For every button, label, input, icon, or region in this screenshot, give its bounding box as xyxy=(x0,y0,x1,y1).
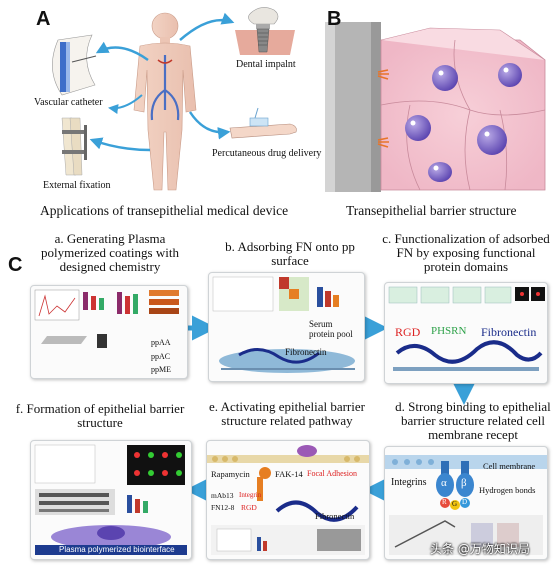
panel-b-illustration xyxy=(325,22,546,192)
vascular-catheter-label: Vascular catheter xyxy=(34,97,103,108)
integrins-label: Integrins xyxy=(391,477,427,488)
ppme-label: ppME xyxy=(151,365,171,374)
step-c-title: c. Functionalization of adsorbed FN by e… xyxy=(382,231,550,274)
step-a-title: a. Generating Plasma polymerized coating… xyxy=(41,231,179,274)
panel-c-flow-arrows xyxy=(185,315,477,503)
step-a-card: ppAA ppAC ppME xyxy=(30,285,188,379)
rapamycin-label: Rapamycin xyxy=(211,469,250,479)
percutaneous-label: Percutaneous drug delivery xyxy=(212,148,322,159)
dental-implant-label: Dental impalnt xyxy=(236,59,296,70)
panel-a-illustration xyxy=(52,7,297,191)
rgd-label-e: RGD xyxy=(241,503,257,512)
human-body-figure xyxy=(133,12,197,191)
panel-a-caption: Applications of transepithelial medical … xyxy=(40,203,289,218)
step-c-card: RGD PHSRN Fibronectin xyxy=(384,282,548,384)
dental-implant-illustration xyxy=(235,7,295,55)
hydrogen-bonds-label: Hydrogen bonds xyxy=(479,485,536,495)
biointerface-label: Plasma polymerized biointerface xyxy=(59,545,175,554)
mab-label: mAb13 xyxy=(211,491,234,500)
ppac-label: ppAC xyxy=(151,352,171,361)
step-c-graphics xyxy=(388,286,545,371)
rgd-label-c: RGD xyxy=(395,325,421,339)
panel-b-caption: Transepithelial barrier structure xyxy=(346,203,517,218)
fibronectin-label-e: Fibronectin xyxy=(315,511,355,521)
serum-label: Serum protein pool xyxy=(309,319,353,339)
step-f-graphics xyxy=(34,444,187,555)
fibronectin-label-b: Fibronectin xyxy=(285,347,327,357)
step-a-graphics xyxy=(34,289,179,348)
r-label: R xyxy=(442,498,447,506)
integrin-label-e: Integrin xyxy=(239,491,262,499)
step-d-card: Cell membrane Integrins Hydrogen bonds α… xyxy=(384,446,548,560)
phsrn-label: PHSRN xyxy=(431,325,467,337)
step-b-title: b. Adsorbing FN onto pp surface xyxy=(225,239,355,268)
vascular-catheter-illustration xyxy=(52,34,97,96)
focal-adhesion-label: Focal Adhesion xyxy=(307,469,357,478)
step-d-title: d. Strong binding to epithelial barrier … xyxy=(395,399,551,442)
step-b-card: Serum protein pool Fibronectin xyxy=(208,272,365,382)
cell-membrane-label: Cell membrane xyxy=(483,461,536,471)
step-d-graphics xyxy=(385,455,547,555)
fn12-label: FN12-8 xyxy=(211,503,235,512)
ppaa-label: ppAA xyxy=(151,338,171,347)
step-f-card: Plasma polymerized biointerface xyxy=(30,440,192,560)
step-b-graphics xyxy=(212,276,355,373)
external-fixation-label: External fixation xyxy=(43,180,111,191)
step-e-graphics xyxy=(207,445,369,555)
fibronectin-label-c: Fibronectin xyxy=(481,325,537,339)
d-label: D xyxy=(462,498,468,506)
panel-c-letter: C xyxy=(8,254,23,276)
step-e-card: Rapamycin FAK-14 Focal Adhesion mAb13 In… xyxy=(206,440,370,560)
percutaneous-illustration xyxy=(229,107,297,139)
beta-label: β xyxy=(461,477,467,489)
watermark: 头条 @万物知识局 xyxy=(430,542,530,556)
step-e-title: e. Activating epithelial barrier structu… xyxy=(209,399,365,428)
g-label: G xyxy=(452,500,458,508)
fak-label: FAK-14 xyxy=(275,469,303,479)
panel-a-letter: A xyxy=(36,8,51,30)
step-f-title: f. Formation of epithelial barrier struc… xyxy=(15,401,185,430)
panel-b-letter: B xyxy=(327,8,342,30)
external-fixation-illustration xyxy=(61,117,87,176)
alpha-label: α xyxy=(441,477,447,489)
